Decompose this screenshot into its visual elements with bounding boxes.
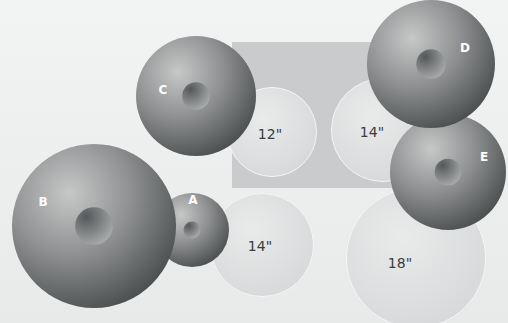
drum-head	[347, 189, 486, 323]
cymbal-circle: E	[390, 114, 506, 230]
cymbal-letter: D	[460, 42, 470, 55]
cymbal-body	[155, 193, 229, 267]
cymbal-bell	[435, 159, 462, 186]
cymbal-letter: B	[38, 196, 47, 209]
cymbal-body	[12, 144, 176, 308]
drum-size: 12"	[258, 127, 282, 142]
drum-head	[228, 88, 317, 177]
cymbal-circle: C	[136, 36, 256, 156]
drum-size: 18"	[388, 256, 412, 271]
drum-size: 14"	[248, 239, 272, 254]
cymbal-letter: E	[480, 151, 488, 164]
cymbal-shape	[390, 114, 506, 230]
cymbal-bell	[75, 207, 113, 245]
cymbal-bell	[182, 82, 210, 110]
cymbal-letter: C	[159, 84, 168, 97]
cymbal-shape	[367, 0, 495, 128]
cymbal-body	[136, 36, 256, 156]
drum-size: 14"	[360, 125, 384, 140]
cymbal-bell	[183, 221, 200, 238]
cymbal-bell	[416, 49, 445, 78]
drum-head	[211, 194, 314, 297]
cymbal-shape	[136, 36, 256, 156]
cymbal-circle: D	[367, 0, 495, 128]
cymbal-circle: B	[12, 144, 176, 308]
cymbal-body	[390, 114, 506, 230]
cymbal-shape	[12, 144, 176, 308]
cymbal-letter: A	[188, 194, 197, 207]
cymbal-body	[367, 0, 495, 128]
